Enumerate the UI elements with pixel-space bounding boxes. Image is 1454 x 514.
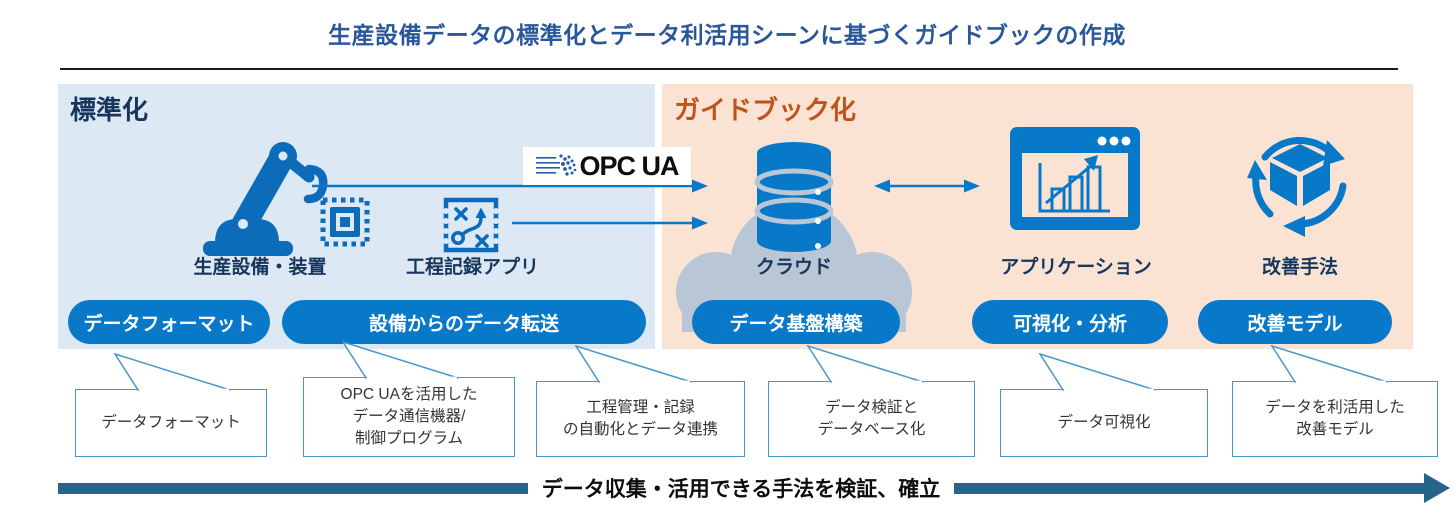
callout-line: データフォーマット (101, 414, 241, 432)
callout-line: データ可視化 (1057, 414, 1151, 432)
arrow-head-icon (1424, 473, 1450, 503)
callout-line: データ通信機器/ (352, 408, 466, 426)
process-app-label: 工程記録アプリ (405, 257, 539, 278)
pill-data-platform: データ基盤構築 (692, 300, 900, 344)
callout-line: データベース化 (817, 421, 926, 438)
strategy-board-icon (443, 197, 499, 253)
callout-tail (113, 353, 231, 392)
pill-data-transfer: 設備からのデータ転送 (282, 300, 646, 344)
callout-tail (806, 345, 924, 384)
callout-improvement-model: データを利活用した 改善モデル (1232, 381, 1438, 457)
opc-dots-icon (536, 154, 577, 176)
cloud-label: クラウド (755, 257, 832, 278)
callout-line: の自動化とデータ連携 (562, 421, 718, 438)
callout-line: 制御プログラム (354, 429, 464, 447)
bottom-arrow-label: データ収集・活用できる手法を検証、確立 (541, 478, 941, 501)
pill-improvement-model: 改善モデル (1198, 300, 1392, 344)
opc-ua-logo: OPC UA (523, 147, 691, 185)
callout-line: 工程管理・記録 (586, 399, 695, 417)
opc-ua-logo-text: OPC UA (579, 150, 679, 181)
chart-window-icon (1010, 127, 1140, 230)
callout-line: 改善モデル (1296, 421, 1374, 438)
title-divider (60, 68, 1398, 70)
pill-data-format: データフォーマット (68, 300, 270, 344)
guidebook-heading: ガイドブック化 (674, 95, 857, 125)
callout-line: OPC UAを活用した (340, 386, 478, 404)
application-label: アプリケーション (1000, 257, 1152, 278)
callout-process-automation: 工程管理・記録 の自動化とデータ連携 (536, 381, 745, 457)
cpu-chip-icon (320, 197, 370, 247)
callout-data-validation: データ検証と データベース化 (768, 381, 975, 457)
callout-data-visualization: データ可視化 (1000, 389, 1208, 457)
arrow-bar-left (58, 482, 528, 494)
improvement-label: 改善手法 (1261, 257, 1338, 278)
cycle-box-icon (1247, 137, 1347, 237)
bottom-process-arrow: データ収集・活用できる手法を検証、確立 (58, 469, 1450, 507)
callout-tail (574, 345, 692, 384)
pill-visualization-analysis: 可視化・分析 (972, 300, 1168, 344)
callout-tail (1270, 345, 1388, 384)
callout-opcua-devices: OPC UAを活用した データ通信機器/ 制御プログラム (303, 377, 515, 457)
robot-arm-icon (203, 142, 328, 256)
page-title: 生産設備データの標準化とデータ利活用シーンに基づくガイドブックの作成 (328, 22, 1126, 48)
callout-line: データを利活用した (1265, 399, 1405, 417)
callout-data-format: データフォーマット (75, 389, 267, 457)
equipment-label: 生産設備・装置 (193, 257, 327, 278)
callout-tail (1038, 353, 1156, 392)
arrow-bar-right (954, 482, 1424, 494)
standardization-heading: 標準化 (70, 95, 149, 125)
callout-line: データ検証と (824, 399, 918, 417)
